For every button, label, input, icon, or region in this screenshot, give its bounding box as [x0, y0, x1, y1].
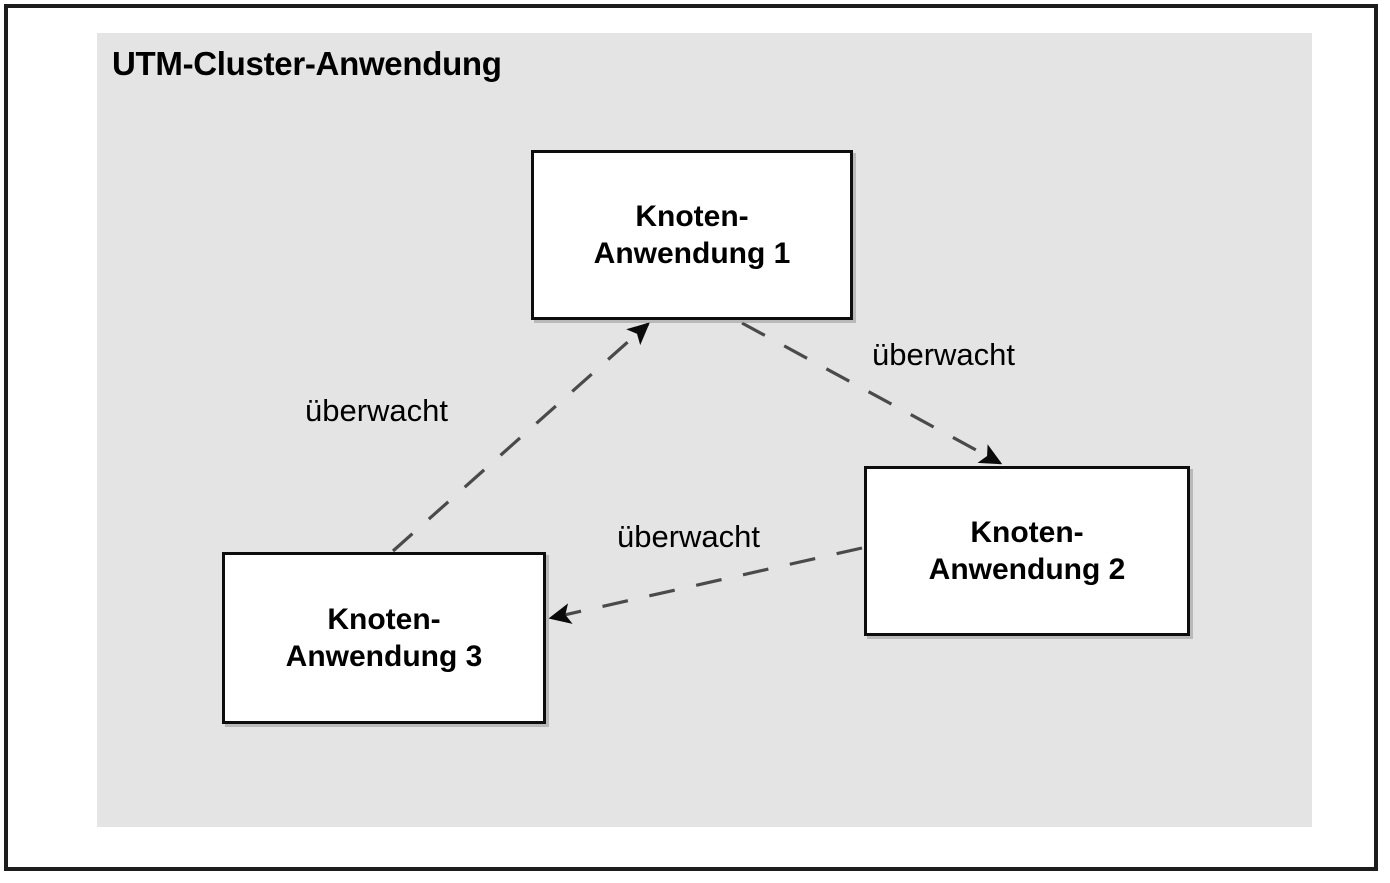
node-3-line-2: Anwendung 3 — [285, 640, 483, 673]
node-box-knoten-anwendung-2[interactable]: Knoten- Anwendung 2 — [864, 466, 1190, 636]
node-1-line-2: Anwendung 1 — [593, 237, 791, 270]
edge-label-node1-to-node2: überwacht — [872, 337, 1016, 372]
edge-label-node2-to-node3: überwacht — [617, 519, 761, 554]
node-box-knoten-anwendung-1[interactable]: Knoten- Anwendung 1 — [531, 150, 853, 320]
node-2-line-1: Knoten- — [970, 515, 1084, 549]
node-box-knoten-anwendung-3[interactable]: Knoten- Anwendung 3 — [222, 552, 546, 724]
node-2-line-2: Anwendung 2 — [928, 553, 1126, 586]
node-3-line-1: Knoten- — [327, 602, 441, 636]
node-1-line-1: Knoten- — [635, 199, 749, 233]
edge-label-node3-to-node1: überwacht — [305, 393, 449, 428]
cluster-title: UTM-Cluster-Anwendung — [112, 45, 502, 82]
